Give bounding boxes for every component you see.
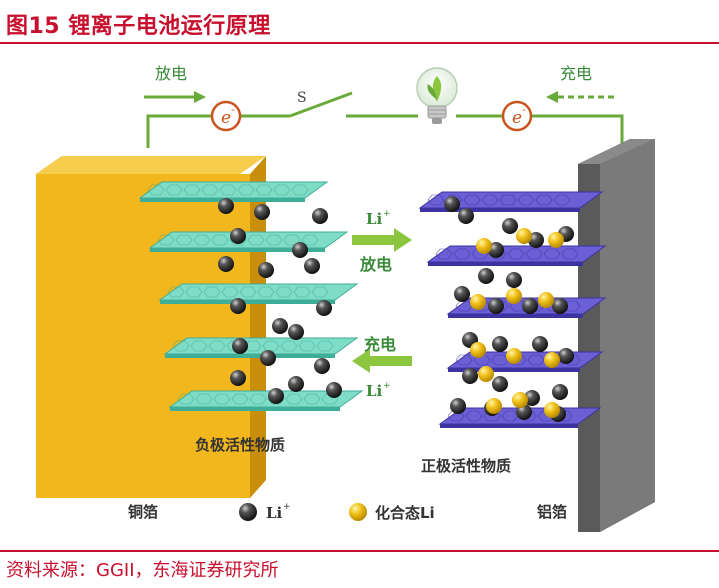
figure-source: 资料来源：GGII，东海证券研究所 (6, 556, 279, 582)
li-ion-particle (450, 398, 466, 414)
compound-li-particle (544, 352, 560, 368)
li-ion-particle (502, 218, 518, 234)
figure-title: 图15 锂离子电池运行原理 (6, 8, 271, 40)
li-ion-particle (230, 370, 246, 386)
circuit-wire (148, 116, 212, 148)
li-ion-particle (462, 368, 478, 384)
li-ion-particle (492, 336, 508, 352)
compound-li-particle (470, 342, 486, 358)
li-ion-particle (312, 208, 328, 224)
anode-graphite-layer (140, 182, 327, 202)
li-ion-superscript: + (383, 381, 391, 391)
li-ion-particle (260, 350, 276, 366)
li-ion-particle (258, 262, 274, 278)
cathode-layer-edge (428, 262, 583, 266)
legend-li-ion-text: Li (266, 504, 283, 522)
li-ion-particle (292, 242, 308, 258)
li-ion-particle (492, 376, 508, 392)
li-ion-particle (288, 376, 304, 392)
li-ion-label: Li (366, 382, 383, 400)
li-ion-particle (552, 298, 568, 314)
li-ion-superscript: + (383, 209, 391, 219)
li-ion-particle (458, 208, 474, 224)
cathode-layer-surface (448, 352, 602, 368)
cathode-layer-edge (420, 208, 580, 212)
li-ion-particle (232, 338, 248, 354)
li-ion-particle (454, 286, 470, 302)
compound-li-particle (548, 232, 564, 248)
cathode-layer-edge (440, 424, 578, 428)
compound-li-particle (506, 348, 522, 364)
legend-compound-li-marker (349, 503, 367, 521)
li-ion-particle (532, 336, 548, 352)
compound-li-particle (512, 392, 528, 408)
discharge-arrow-top-head (194, 91, 206, 103)
legend-li-ion-superscript: + (283, 502, 291, 512)
charge-arrow-top-head (546, 91, 558, 103)
cathode-layer-edge (448, 314, 583, 318)
anode-graphite-layer-edge (170, 407, 340, 411)
cathode-material-label: 正极活性物质 (421, 457, 511, 475)
anode-graphite-layer (150, 232, 347, 252)
compound-li-particle (516, 228, 532, 244)
li-ion-particle (230, 228, 246, 244)
discharge-label-top: 放电 (155, 64, 187, 83)
compound-li-particle (538, 292, 554, 308)
li-ion-particle (254, 204, 270, 220)
li-ion-particle (558, 348, 574, 364)
discharge-arrow-middle: Li + 放电 (352, 209, 412, 274)
anode-graphite-layer-edge (160, 300, 335, 304)
compound-li-particle (486, 398, 502, 414)
li-ion-particle (478, 268, 494, 284)
li-ion-particle (272, 318, 288, 334)
anode-material-label: 负极活性物质 (195, 436, 285, 454)
compound-li-particle (476, 238, 492, 254)
li-ion-label: Li (366, 210, 383, 228)
charge-label-top: 充电 (560, 64, 592, 83)
compound-li-particle (544, 402, 560, 418)
li-ion-particle (552, 384, 568, 400)
electron-symbol: e (512, 108, 522, 128)
legend-aluminum-foil: 铝箔 (537, 503, 567, 521)
li-ion-particle (314, 358, 330, 374)
compound-li-particle (470, 294, 486, 310)
compound-li-particle (478, 366, 494, 382)
discharge-label-middle: 放电 (359, 255, 392, 274)
li-ion-particle (288, 324, 304, 340)
charge-arrow-middle: 充电 Li + (352, 335, 412, 400)
footer-divider (0, 550, 719, 552)
legend-compound-li: 化合态Li (375, 504, 435, 522)
li-ion-particle (522, 298, 538, 314)
li-ion-particle (230, 298, 246, 314)
li-ion-particle (316, 300, 332, 316)
electron-badge-left: e - (212, 102, 240, 130)
li-ion-particle (304, 258, 320, 274)
electron-superscript: - (231, 103, 235, 116)
electron-symbol: e (221, 108, 231, 128)
anode-graphite-layer-edge (165, 354, 335, 358)
cathode-layer (428, 246, 605, 266)
electron-superscript: - (522, 103, 526, 116)
electron-badge-right: e - (503, 102, 531, 130)
li-ion-particle (506, 272, 522, 288)
legend-copper-foil: 铜箔 (128, 503, 158, 521)
li-ion-particle (488, 298, 504, 314)
legend-li-ion-marker (239, 503, 257, 521)
circuit-wire (531, 116, 622, 144)
li-ion-particle (218, 256, 234, 272)
li-ion-particle (326, 382, 342, 398)
light-bulb-icon (417, 68, 457, 124)
anode-graphite-layer-surface (140, 182, 327, 198)
li-ion-particle (444, 196, 460, 212)
switch-label: S (297, 90, 307, 106)
li-ion-battery-diagram: 放电 充电 e - e - S (0, 44, 719, 548)
li-ion-particle (218, 198, 234, 214)
compound-li-particle (506, 288, 522, 304)
li-ion-particle (268, 388, 284, 404)
legend: 铜箔 Li + 化合态Li 铝箔 (128, 502, 567, 522)
